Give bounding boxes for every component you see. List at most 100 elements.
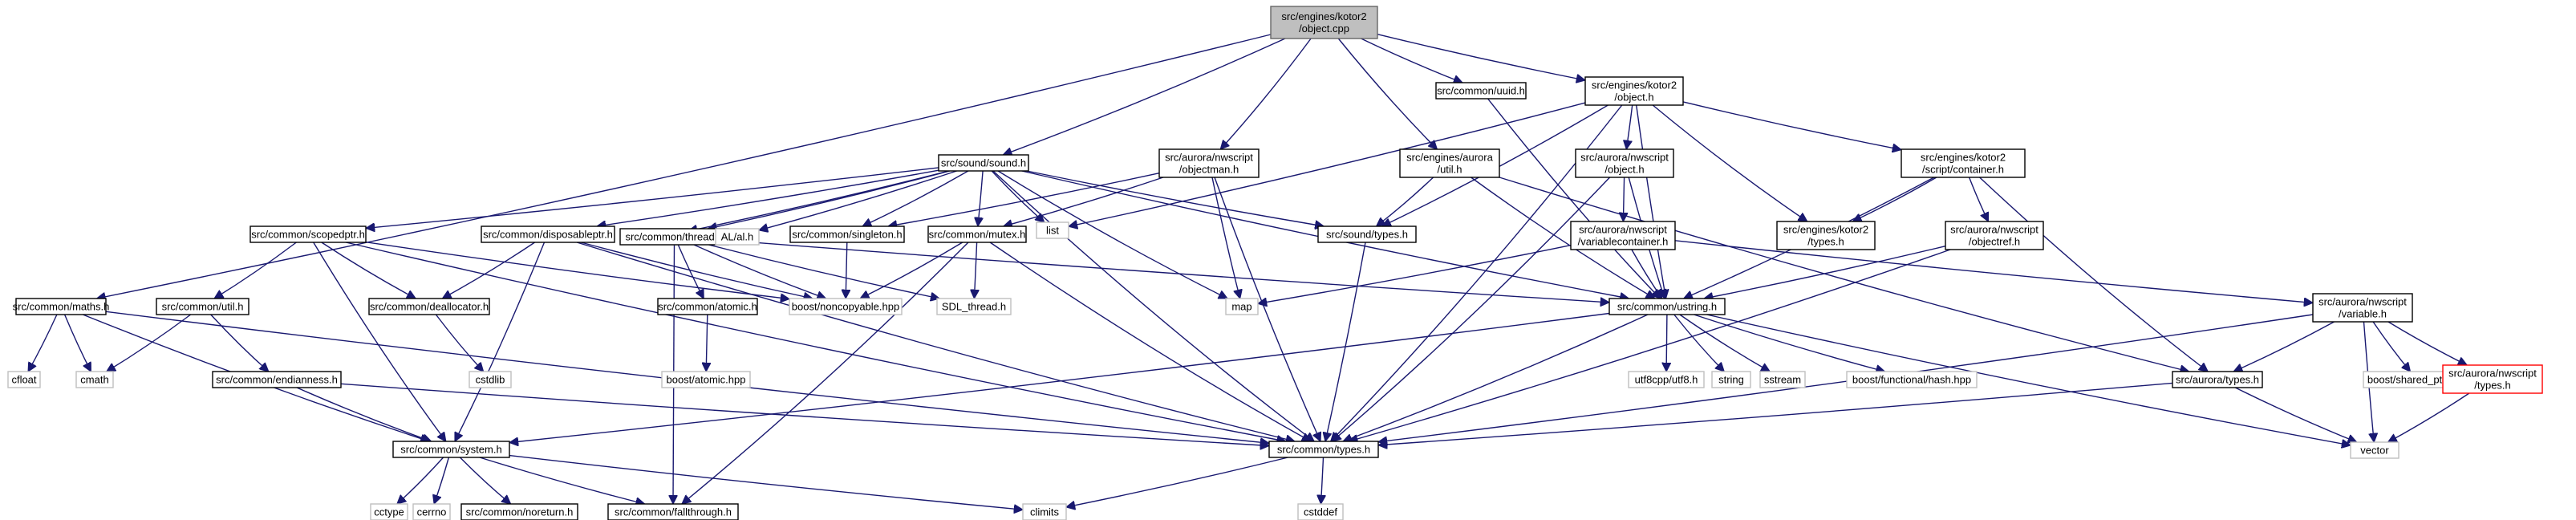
edge-nws_object_h-to-common_types_h [1333, 177, 1611, 441]
node-box [249, 225, 367, 243]
edge-disposableptr_h-to-deallocator_h [442, 242, 535, 299]
node-box [789, 225, 905, 243]
edge-singleton_h-to-noncopyable_hpp [846, 242, 847, 299]
edge-kotor2_object_h-to-container_h [1682, 101, 1901, 150]
edge-object_cpp-to-maths_h [97, 34, 1272, 299]
node-box [460, 503, 578, 520]
node-thread-h[interactable]: src/common/thread.h [619, 228, 729, 246]
node-kotor2-object-h[interactable]: src/engines/kotor2/object.h [1584, 76, 1684, 106]
edge-sound_h-to-al_al_h [759, 170, 957, 230]
node-box [1584, 76, 1684, 106]
node-climits: climits [1022, 503, 1067, 520]
edge-objectref_h-to-ustring_h [1704, 246, 1946, 299]
node-sound-types-h[interactable]: src/sound/types.h [1317, 225, 1417, 243]
edge-ustring_h-to-hash_hpp [1694, 314, 1885, 372]
node-box [607, 503, 739, 520]
edge-kotor2_object_h-to-ustring_h [1636, 104, 1666, 299]
node-varcontainer-h[interactable]: src/aurora/nwscript/variablecontainer.h [1570, 221, 1676, 250]
node-label: boost/noncopyable.hpp [792, 301, 899, 313]
node-boost-atomic-hpp: boost/atomic.hpp [661, 371, 751, 388]
node-label: src/engines/aurora [1406, 152, 1493, 164]
edge-aurora_util_h-to-aurora_types_h [1499, 177, 2189, 372]
node-label: src/engines/kotor2 [1281, 10, 1366, 22]
node-box [2350, 441, 2400, 459]
node-nws-variable-h[interactable]: src/aurora/nwscript/variable.h [2312, 293, 2413, 323]
node-label: sstream [1764, 374, 1801, 386]
node-box [715, 228, 760, 246]
node-box [7, 371, 41, 388]
node-maths-h[interactable]: src/common/maths.h [13, 298, 110, 315]
node-cstdlib: cstdlib [469, 371, 512, 388]
node-label: AL/al.h [721, 231, 753, 243]
node-deallocator-h[interactable]: src/common/deallocator.h [368, 298, 490, 315]
edge-util_h-to-endianness_h [210, 314, 269, 372]
node-box [1399, 148, 1500, 178]
node-label: cmath [80, 374, 108, 386]
node-scopedptr-h[interactable]: src/common/scopedptr.h [249, 225, 367, 243]
node-box [1759, 371, 1806, 388]
node-singleton-h[interactable]: src/common/singleton.h [789, 225, 905, 243]
node-system-h[interactable]: src/common/system.h [392, 441, 510, 458]
node-box [368, 298, 490, 315]
node-box [1435, 82, 1527, 100]
node-disposableptr-h[interactable]: src/common/disposableptr.h [481, 225, 615, 243]
edge-scopedptr_h-to-system_h [313, 242, 446, 441]
edge-mutex_h-to-noncopyable_hpp [860, 242, 963, 299]
node-aurora-types-h[interactable]: src/aurora/types.h [2172, 371, 2263, 388]
node-objectman-h[interactable]: src/aurora/nwscript/objectman.h [1158, 148, 1260, 178]
node-object-cpp[interactable]: src/engines/kotor2/object.cpp [1270, 6, 1378, 39]
node-label: src/common/thread.h [625, 231, 723, 243]
node-label: boost/atomic.hpp [666, 374, 745, 386]
node-sound-h[interactable]: src/sound/sound.h [938, 154, 1029, 172]
node-mutex-h[interactable]: src/common/mutex.h [927, 225, 1027, 243]
node-sdl-thread-h: SDL_thread.h [936, 298, 1012, 315]
edge-objectman_h-to-map [1211, 177, 1240, 299]
node-cfloat: cfloat [7, 371, 41, 388]
node-label: /types.h [1807, 236, 1844, 248]
node-label: src/common/mutex.h [929, 229, 1026, 241]
edge-disposableptr_h-to-common_types_h [576, 242, 1295, 441]
node-uuid-h[interactable]: src/common/uuid.h [1435, 82, 1527, 100]
node-nws-types-h[interactable]: src/aurora/nwscript/types.h [2442, 364, 2543, 394]
node-fallthrough-h[interactable]: src/common/fallthrough.h [607, 503, 739, 520]
node-util-h[interactable]: src/common/util.h [156, 298, 249, 315]
node-nws-object-h[interactable]: src/aurora/nwscript/object.h [1575, 148, 1674, 178]
edge-thread_h-to-noncopyable_hpp [693, 244, 826, 299]
node-box [1317, 225, 1417, 243]
edge-sound_h-to-sound_types_h [1026, 170, 1325, 226]
node-box [1711, 371, 1751, 388]
edge-ustring_h-to-string [1673, 314, 1724, 372]
node-label: /variable.h [2339, 308, 2387, 320]
edge-kotor2_object_h-to-list [1069, 102, 1586, 226]
edge-sound_h-to-thread_h [708, 170, 951, 229]
node-endianness-h[interactable]: src/common/endianness.h [212, 371, 342, 388]
node-atomic-h[interactable]: src/common/atomic.h [657, 298, 758, 315]
node-box [392, 441, 510, 458]
edge-ustring_h-to-common_types_h [1343, 314, 1649, 441]
node-noreturn-h[interactable]: src/common/noreturn.h [460, 503, 578, 520]
node-box [1225, 298, 1259, 315]
edge-sound_h-to-list [991, 170, 1045, 222]
node-label: /types.h [2474, 380, 2511, 392]
node-label: src/engines/kotor2 [1592, 79, 1677, 91]
node-box [412, 503, 451, 520]
node-objectref-h[interactable]: src/aurora/nwscript/objectref.h [1945, 221, 2044, 250]
node-box [1297, 503, 1344, 520]
node-sstream: sstream [1759, 371, 1806, 388]
edge-aurora_util_h-to-sound_types_h [1377, 177, 1434, 226]
edge-nws_variable_h-to-shared_ptr_hpp [2372, 321, 2410, 372]
node-aurora-util-h[interactable]: src/engines/aurora/util.h [1399, 148, 1500, 178]
edge-nws_object_h-to-varcontainer_h [1623, 177, 1624, 221]
node-box [661, 371, 751, 388]
edge-scopedptr_h-to-deallocator_h [321, 242, 416, 299]
node-label: src/common/deallocator.h [370, 301, 489, 313]
node-container-h[interactable]: src/engines/kotor2/script/container.h [1901, 148, 2026, 178]
node-noncopyable-hpp: boost/noncopyable.hpp [789, 298, 903, 315]
node-ustring-h[interactable]: src/common/ustring.h [1608, 298, 1726, 315]
node-label: src/engines/kotor2 [1921, 152, 2006, 164]
node-label: cfloat [11, 374, 36, 386]
node-kotor2-types-h[interactable]: src/engines/kotor2/types.h [1776, 221, 1876, 250]
node-common-types-h[interactable]: src/common/types.h [1268, 441, 1379, 458]
edge-container_h-to-kotor2_types_h [1852, 177, 1937, 221]
edge-ustring_h-to-utf8_h [1666, 314, 1667, 372]
